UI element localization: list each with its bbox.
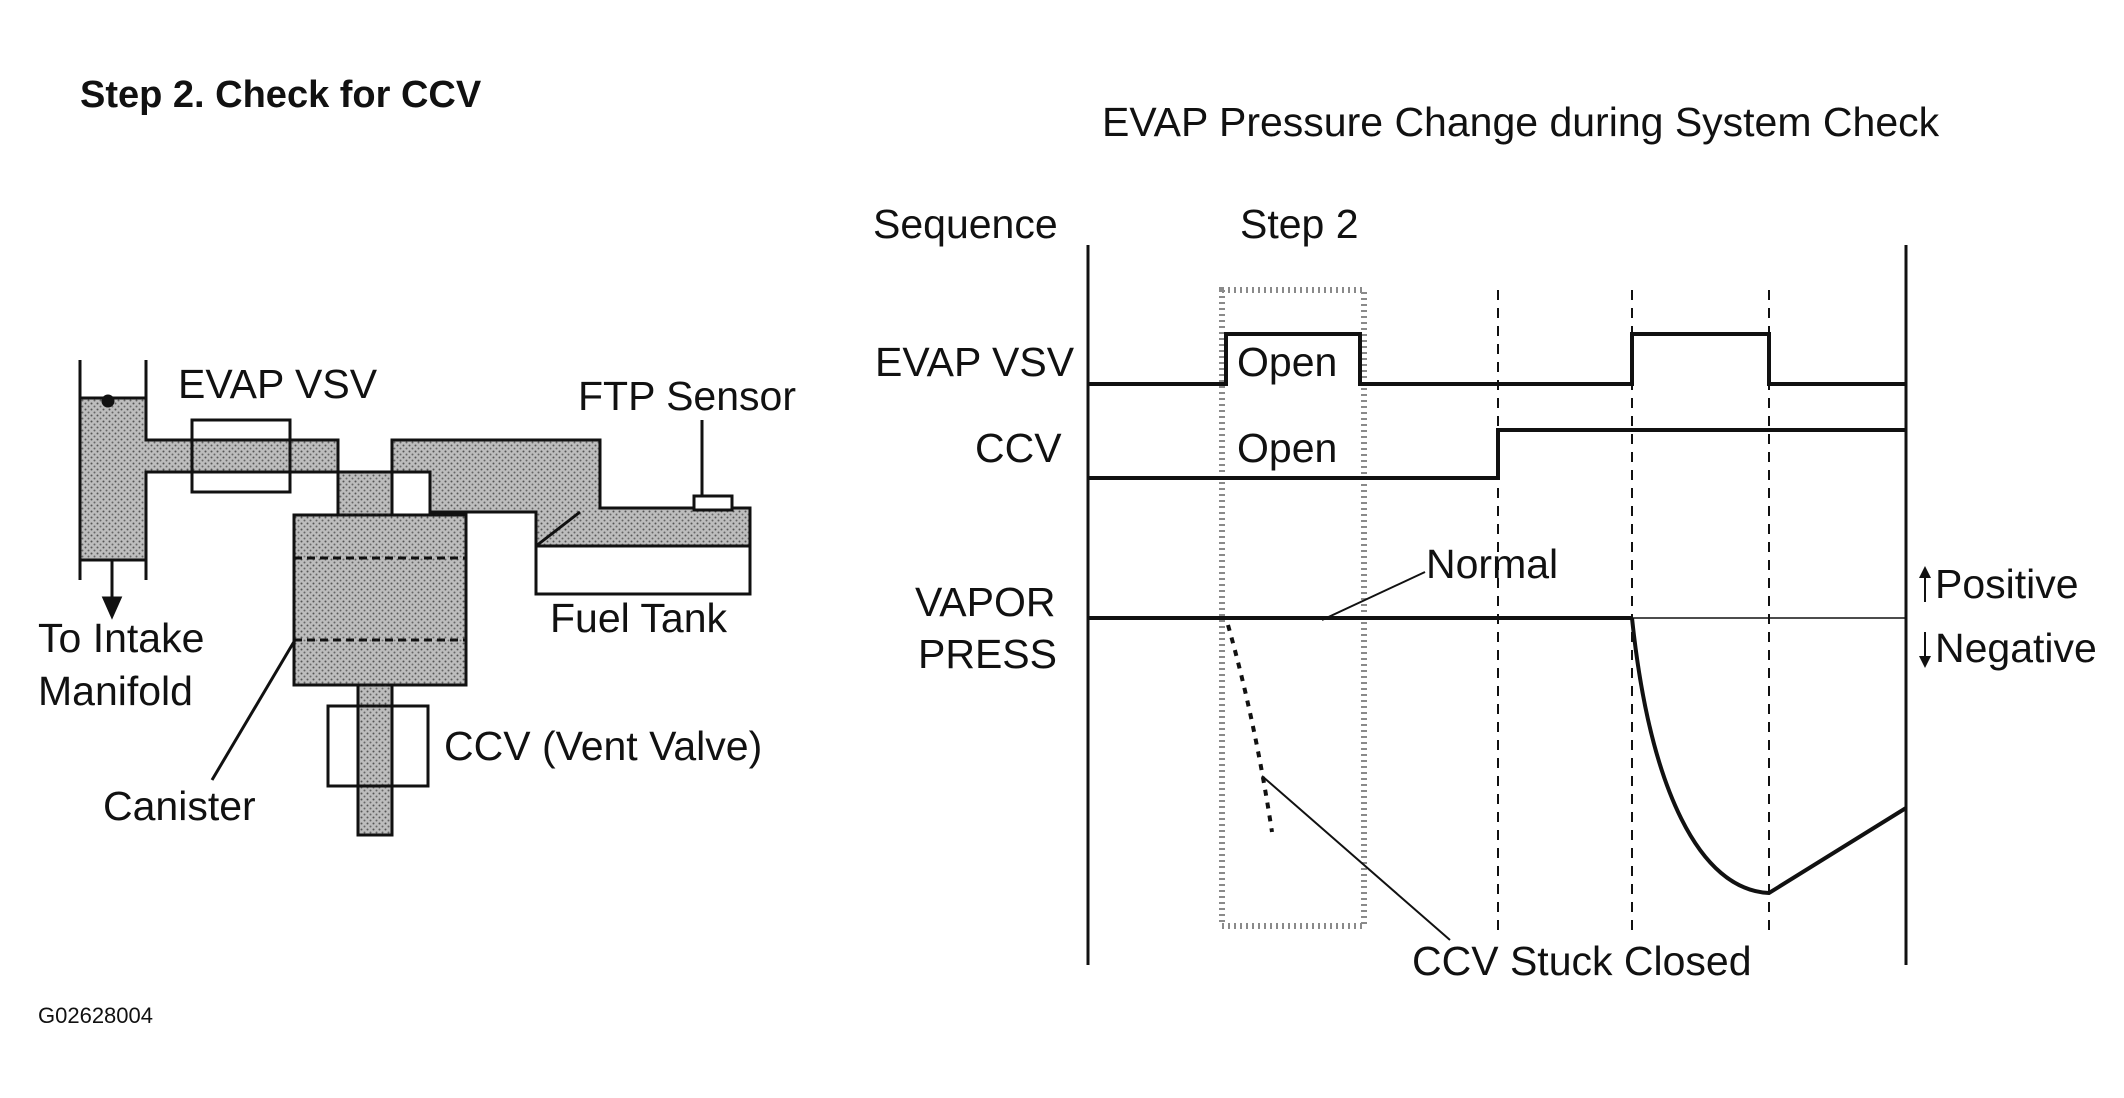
label-open-ccv: Open	[1237, 425, 1337, 471]
label-to-intake-1: To Intake	[38, 615, 204, 661]
figure-id: G02628004	[38, 1003, 153, 1028]
sequence-label: Sequence	[873, 201, 1058, 247]
canister-leader	[210, 639, 297, 781]
label-open-evap: Open	[1237, 339, 1337, 385]
evap-system-diagram	[78, 360, 752, 837]
label-ccv-vent-valve: CCV (Vent Valve)	[444, 723, 762, 769]
chart-title: EVAP Pressure Change during System Check	[1102, 99, 1940, 145]
canister-body	[292, 513, 468, 687]
fuel-tank-top-slope	[535, 510, 581, 548]
row-vapor-2: PRESS	[918, 631, 1057, 677]
step2-highlight	[1219, 287, 1367, 929]
ccv-vent-valve-box	[326, 704, 430, 788]
down-arrow-icon	[101, 596, 123, 620]
intake-port-dot	[101, 394, 115, 408]
step-label: Step 2	[1240, 201, 1359, 247]
up-arrow-icon	[1919, 566, 1931, 578]
fuel-tank	[534, 544, 752, 596]
ccv-stuck-dashed-curve	[1226, 624, 1274, 833]
vapor-pressure-curve	[1630, 617, 1908, 896]
ftp-sensor	[692, 494, 734, 512]
label-normal: Normal	[1426, 541, 1558, 587]
ccv-stuck-leader	[1261, 775, 1451, 941]
label-to-intake-2: Manifold	[38, 668, 193, 714]
step-title: Step 2. Check for CCV	[80, 74, 482, 116]
label-fuel-tank: Fuel Tank	[550, 595, 728, 641]
row-vapor-1: VAPOR	[915, 579, 1056, 625]
vent-pipe	[356, 683, 394, 837]
row-ccv: CCV	[975, 425, 1062, 471]
label-positive: Positive	[1935, 561, 2079, 607]
evap-vsv-signal	[1088, 332, 1906, 386]
label-ccv-stuck: CCV Stuck Closed	[1412, 938, 1752, 984]
evap-vsv-box	[190, 418, 292, 494]
normal-leader	[1321, 571, 1426, 621]
label-evap-vsv: EVAP VSV	[178, 361, 378, 407]
timing-chart	[1086, 245, 1931, 965]
ccv-signal	[1088, 428, 1906, 480]
row-evap-vsv: EVAP VSV	[875, 339, 1075, 385]
down-arrow-icon	[1919, 656, 1931, 668]
label-canister: Canister	[103, 783, 256, 829]
label-negative: Negative	[1935, 625, 2097, 671]
label-ftp-sensor: FTP Sensor	[578, 373, 796, 419]
